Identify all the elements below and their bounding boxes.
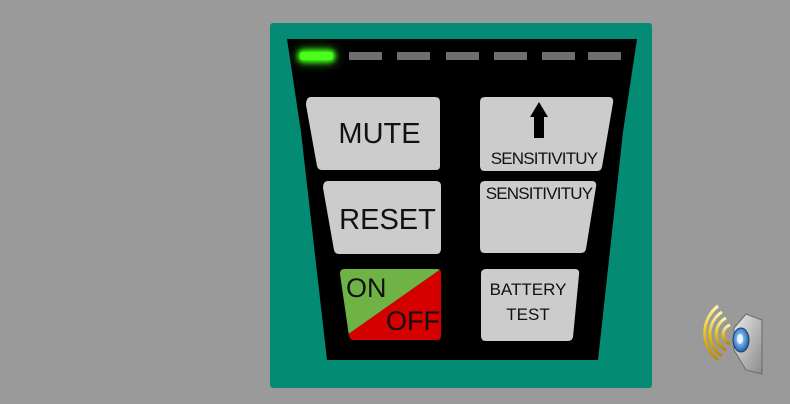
mute-button[interactable]: MUTE	[306, 97, 441, 171]
sensitivity-down-button-shape	[480, 181, 597, 253]
sensitivity-down-button[interactable]: SENSITIVITUY	[480, 181, 598, 254]
status-led-7	[588, 52, 621, 60]
speaker-icon[interactable]	[688, 300, 768, 380]
mute-button-shape	[306, 97, 440, 170]
status-led-2	[349, 52, 382, 60]
status-led-4	[446, 52, 479, 60]
status-led-3	[397, 52, 430, 60]
sensitivity-up-label: SENSITIVITUY	[490, 149, 598, 168]
battery-label-line2: TEST	[506, 305, 550, 324]
on-off-button[interactable]: ON OFF	[340, 269, 442, 341]
mute-label: MUTE	[338, 118, 421, 150]
sensitivity-up-button-shape	[480, 97, 614, 171]
status-led-6	[542, 52, 575, 60]
reset-button[interactable]: RESET	[323, 181, 442, 255]
status-led-5	[494, 52, 527, 60]
off-label: OFF	[386, 306, 440, 336]
sensitivity-up-button[interactable]: SENSITIVITUY	[480, 97, 614, 172]
on-off-button-shape	[340, 269, 441, 340]
battery-test-button[interactable]: BATTERY TEST	[481, 269, 581, 342]
reset-button-shape	[323, 181, 441, 254]
arrow-up-icon	[530, 102, 548, 138]
sensitivity-down-label: SENSITIVITUY	[485, 184, 593, 203]
status-led-1	[300, 52, 333, 60]
reset-label: RESET	[339, 204, 436, 236]
battery-test-button-shape	[481, 269, 580, 341]
battery-label-line1: BATTERY	[489, 280, 567, 299]
on-label: ON	[346, 273, 387, 303]
alarm-device: MUTE RESET ON OFF	[270, 23, 652, 388]
